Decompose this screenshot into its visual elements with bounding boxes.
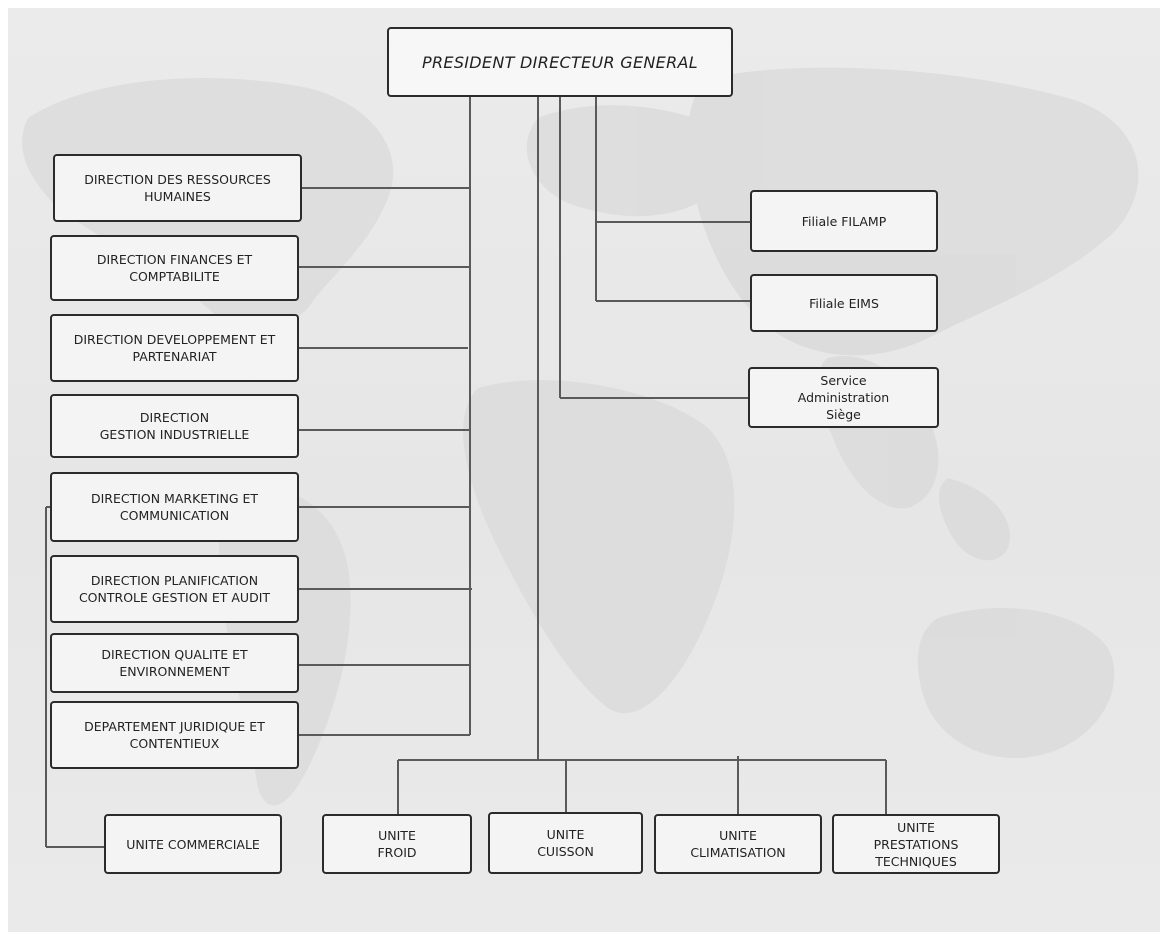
- direction-marketing-box: DIRECTION MARKETING ET COMMUNICATION: [50, 472, 299, 542]
- filiale-eims-box: Filiale EIMS: [750, 274, 938, 332]
- direction-qualite-box: DIRECTION QUALITE ET ENVIRONNEMENT: [50, 633, 299, 693]
- unite-prestations-techniques-box: UNITE PRESTATIONS TECHNIQUES: [832, 814, 1000, 874]
- unite-cuisson-box: UNITE CUISSON: [488, 812, 643, 874]
- service-administration-siege-box: Service Administration Siège: [748, 367, 939, 428]
- connector-lines: [45, 96, 887, 848]
- direction-planification-box: DIRECTION PLANIFICATION CONTROLE GESTION…: [50, 555, 299, 623]
- departement-juridique-box: DEPARTEMENT JURIDIQUE ET CONTENTIEUX: [50, 701, 299, 769]
- direction-finances-box: DIRECTION FINANCES ET COMPTABILITE: [50, 235, 299, 301]
- unite-climatisation-box: UNITE CLIMATISATION: [654, 814, 822, 874]
- unite-froid-box: UNITE FROID: [322, 814, 472, 874]
- ceo-box: PRESIDENT DIRECTEUR GENERAL: [387, 27, 733, 97]
- filiale-filamp-box: Filiale FILAMP: [750, 190, 938, 252]
- org-chart-canvas: PRESIDENT DIRECTEUR GENERAL DIRECTION DE…: [8, 8, 1160, 932]
- unite-commerciale-box: UNITE COMMERCIALE: [104, 814, 282, 874]
- direction-gestion-industrielle-box: DIRECTION GESTION INDUSTRIELLE: [50, 394, 299, 458]
- direction-rh-box: DIRECTION DES RESSOURCES HUMAINES: [53, 154, 302, 222]
- direction-developpement-box: DIRECTION DEVELOPPEMENT ET PARTENARIAT: [50, 314, 299, 382]
